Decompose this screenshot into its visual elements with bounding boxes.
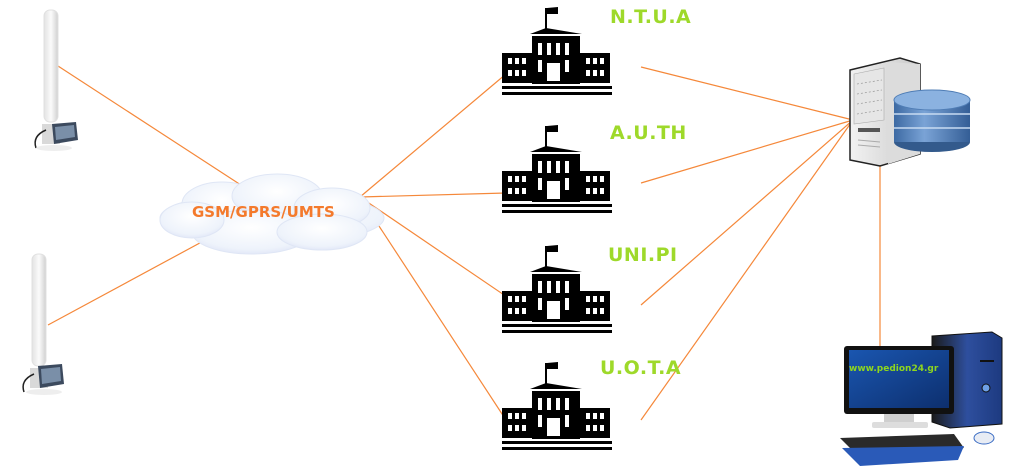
university-building-icon	[502, 245, 612, 333]
database-server	[840, 50, 980, 170]
network-label: GSM/GPRS/UMTS	[192, 203, 335, 221]
university-label: A.U.TH	[610, 122, 687, 144]
weather-station-icon	[22, 253, 64, 395]
link-uota-server	[640, 119, 854, 421]
university-label: N.T.U.A	[610, 6, 692, 28]
university-label: UNI.PI	[608, 244, 678, 266]
university-building-icon	[502, 125, 612, 213]
weather-station-2	[20, 250, 80, 400]
cloud-icon	[159, 173, 385, 255]
weather-station-1	[20, 6, 80, 156]
link-auth-server	[640, 119, 854, 184]
weather-station-icon	[34, 9, 78, 151]
university-building-icon	[502, 7, 612, 95]
website-url: www.pedion24.gr	[849, 364, 939, 374]
university-uota: U.O.T.A	[500, 355, 682, 460]
university-ntua: N.T.U.A	[500, 0, 691, 105]
link-station1-cloud	[57, 65, 245, 188]
network-cloud: GSM/GPRS/UMTS	[152, 170, 392, 260]
university-label: U.O.T.A	[600, 357, 682, 379]
link-cloud-auth	[359, 192, 507, 198]
link-station2-cloud	[47, 230, 223, 326]
link-cloud-unipi	[359, 196, 511, 300]
database-server-icon	[849, 57, 971, 167]
link-unipi-server	[640, 119, 854, 306]
link-cloud-uota	[359, 196, 507, 421]
university-building-icon	[502, 362, 612, 450]
university-auth: A.U.TH	[500, 118, 686, 223]
client-computer: www.pedion24.gr	[832, 330, 1012, 470]
university-unipi: UNI.PI	[500, 238, 680, 343]
link-ntua-server	[640, 66, 854, 121]
desktop-computer-icon	[840, 331, 1003, 466]
link-cloud-ntua	[359, 73, 507, 198]
